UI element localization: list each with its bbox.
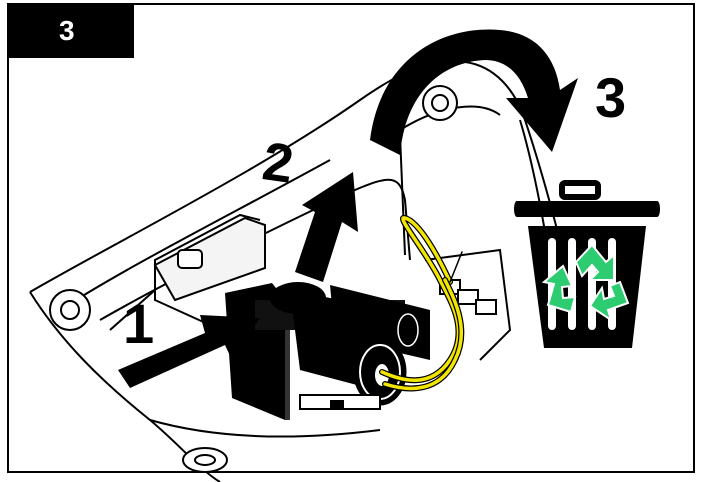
screw-boss-bottom: [183, 448, 227, 472]
callout-number-push-in: 1: [123, 296, 154, 352]
motor-assembly: [225, 282, 430, 420]
screw-boss-top: [423, 86, 457, 120]
step-number-badge: 3: [7, 3, 134, 58]
arrow-rotate: [370, 30, 578, 155]
step-number-label: 3: [59, 15, 75, 47]
screw-boss-left: [50, 290, 90, 330]
callout-number-rotate-discard: 3: [595, 70, 626, 126]
arrow-lift-out: [295, 172, 358, 282]
